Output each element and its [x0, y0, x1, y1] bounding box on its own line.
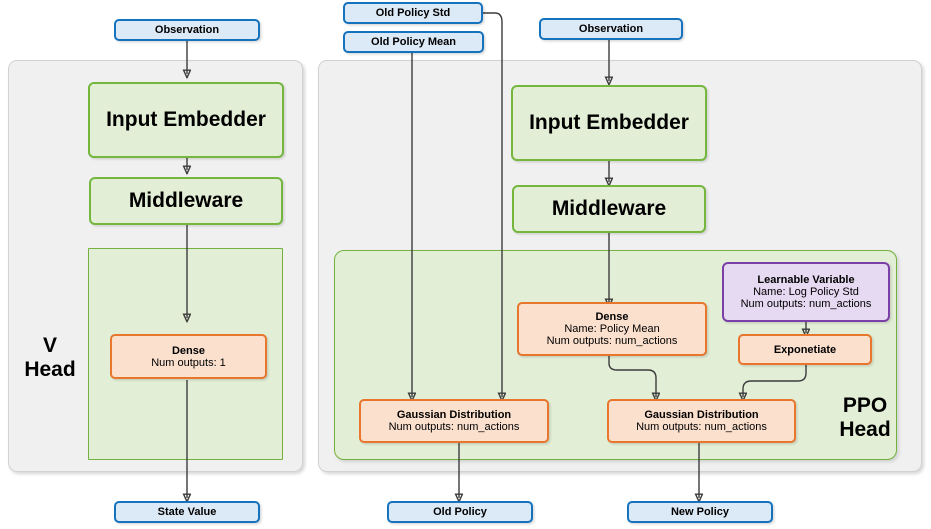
- input-old-policy-std[interactable]: Old Policy Std: [343, 2, 483, 24]
- input-observation-right[interactable]: Observation: [539, 18, 683, 40]
- output-new-policy[interactable]: New Policy: [627, 501, 773, 523]
- v-head-caption-line2: Head: [24, 358, 76, 381]
- v-head-middleware[interactable]: Middleware: [89, 177, 283, 225]
- ppo-head-caption-line2: Head: [839, 418, 891, 441]
- ppo-head-middleware[interactable]: Middleware: [512, 185, 706, 233]
- ppo-head-input-embedder[interactable]: Input Embedder: [511, 85, 707, 161]
- v-head-dense[interactable]: Dense Num outputs: 1: [110, 334, 267, 379]
- ppo-head-caption: PPO Head: [820, 388, 910, 448]
- v-head-dense-outputs: Num outputs: 1: [151, 356, 226, 369]
- ppo-head-caption-line1: PPO: [842, 393, 888, 417]
- v-head-input-embedder[interactable]: Input Embedder: [88, 82, 284, 158]
- output-old-policy-label: Old Policy: [433, 506, 487, 518]
- ppo-head-dense-name: Name: Policy Mean: [564, 323, 660, 335]
- gaussian-old-title: Gaussian Distribution: [396, 409, 512, 421]
- ppo-head-learnable-variable[interactable]: Learnable Variable Name: Log Policy Std …: [722, 262, 890, 322]
- ppo-head-gaussian-old[interactable]: Gaussian Distribution Num outputs: num_a…: [359, 399, 549, 443]
- output-new-policy-label: New Policy: [670, 506, 730, 518]
- input-old-policy-mean[interactable]: Old Policy Mean: [343, 31, 484, 53]
- ppo-head-middleware-label: Middleware: [551, 197, 667, 220]
- v-head-caption-line1: V: [42, 333, 57, 357]
- output-old-policy[interactable]: Old Policy: [387, 501, 533, 523]
- ppo-head-dense-title: Dense: [595, 311, 629, 323]
- ppo-head-dense-outputs: Num outputs: num_actions: [546, 335, 678, 347]
- gaussian-old-outputs: Num outputs: num_actions: [388, 421, 520, 433]
- input-observation-left-label: Observation: [154, 24, 220, 36]
- learnable-variable-title: Learnable Variable: [757, 274, 855, 286]
- learnable-variable-name: Name: Log Policy Std: [753, 286, 859, 298]
- learnable-variable-outputs: Num outputs: num_actions: [740, 298, 872, 310]
- v-head-caption: V Head: [16, 330, 84, 386]
- output-state-value-label: State Value: [157, 506, 217, 518]
- v-head-dense-title: Dense: [171, 344, 206, 357]
- input-old-policy-mean-label: Old Policy Mean: [371, 36, 456, 48]
- ppo-head-gaussian-new[interactable]: Gaussian Distribution Num outputs: num_a…: [607, 399, 796, 443]
- input-old-policy-std-label: Old Policy Std: [375, 7, 451, 19]
- input-observation-left[interactable]: Observation: [114, 19, 260, 41]
- gaussian-new-outputs: Num outputs: num_actions: [636, 421, 767, 433]
- ppo-head-input-embedder-label: Input Embedder: [529, 111, 689, 134]
- v-head-input-embedder-label: Input Embedder: [106, 108, 266, 131]
- ppo-head-dense-policy-mean[interactable]: Dense Name: Policy Mean Num outputs: num…: [517, 302, 707, 356]
- v-head-middleware-label: Middleware: [128, 189, 244, 212]
- gaussian-new-title: Gaussian Distribution: [644, 409, 759, 421]
- ppo-head-exponentiate[interactable]: Exponetiate: [738, 334, 872, 365]
- output-state-value[interactable]: State Value: [114, 501, 260, 523]
- exponentiate-label: Exponetiate: [773, 343, 837, 356]
- input-observation-right-label: Observation: [578, 23, 644, 35]
